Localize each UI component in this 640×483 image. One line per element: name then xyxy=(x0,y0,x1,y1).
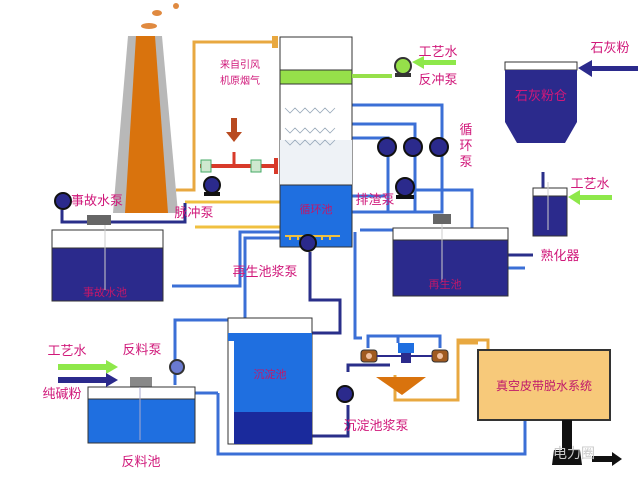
backwash-pump[interactable] xyxy=(394,57,412,77)
process-water-arrow-icon xyxy=(568,190,612,205)
lime-silo-label: 石灰粉仓 xyxy=(515,89,567,104)
accident-pump-label: 事故水泵 xyxy=(71,194,123,209)
return-pump-label: 反料泵 xyxy=(122,343,161,358)
hydrocyclone xyxy=(360,343,449,395)
circulation-pump-label-3: 泵 xyxy=(459,155,472,170)
slaker-water-label: 工艺水 xyxy=(570,177,609,192)
watermark: 电力圈 xyxy=(553,446,595,462)
damper-2 xyxy=(250,159,262,173)
process-water-top-arrow-icon xyxy=(412,56,456,69)
absorber-tower xyxy=(279,36,353,248)
vacuum-belt-label: 真空皮带脱水系统 xyxy=(496,378,592,393)
circulation-pump-2[interactable] xyxy=(403,137,423,157)
accident-tank-label: 事故水池 xyxy=(83,285,127,299)
lime-feed-arrow-icon xyxy=(578,60,638,77)
process-water-left-label: 工艺水 xyxy=(47,344,86,359)
circulation-pump-label-1: 循 xyxy=(459,123,472,138)
vacuum-belt-dewatering-system xyxy=(477,349,622,466)
return-pump[interactable] xyxy=(169,359,185,375)
bottom-pipe xyxy=(195,391,527,456)
settling-pump-pipe xyxy=(312,363,390,438)
settling-pump[interactable] xyxy=(336,385,354,403)
circulation-tank-label: 循环池 xyxy=(300,203,333,216)
process-water-arrow-icon xyxy=(58,360,118,374)
circulation-pump-label-2: 环 xyxy=(459,139,472,154)
backwash-pump-label: 反冲泵 xyxy=(418,73,457,88)
pulse-pump-label: 脉冲泵 xyxy=(174,206,213,221)
regen-tank-label: 再生池 xyxy=(429,277,462,291)
accident-pump[interactable] xyxy=(54,192,72,210)
settling-tank xyxy=(227,317,313,445)
regen-pump[interactable] xyxy=(299,234,317,252)
flue-gas-label-2: 机原烟气 xyxy=(220,74,260,87)
regen-pump-label: 再生池浆泵 xyxy=(232,265,297,280)
accident-pump-pipe xyxy=(60,203,187,224)
filtrate-pipe xyxy=(393,341,478,402)
accident-return-pipe xyxy=(172,230,283,288)
return-tank xyxy=(87,377,196,444)
flue-gas-arrow-icon xyxy=(226,118,242,142)
settling-pump-label: 沉淀池浆泵 xyxy=(343,419,408,434)
process-water-top-label: 工艺水 xyxy=(418,45,457,60)
slaker xyxy=(532,182,568,237)
regen-pump-pipe xyxy=(308,252,342,335)
chimney xyxy=(113,3,179,213)
regen-tank xyxy=(392,214,509,297)
circulation-pump-1[interactable] xyxy=(377,137,397,157)
lime-silo xyxy=(504,61,578,143)
flue-gas-label-1: 来自引风 xyxy=(220,58,260,71)
slag-pump[interactable] xyxy=(395,177,415,199)
pulse-pump[interactable] xyxy=(203,176,221,196)
slag-pump-label: 排渣泵 xyxy=(355,193,394,208)
clean-gas-pipe xyxy=(176,40,278,192)
soda-ash-arrow-icon xyxy=(58,373,118,387)
accident-tank xyxy=(51,215,164,302)
soda-ash-label: 纯碱粉 xyxy=(42,387,81,402)
slaker-label: 熟化器 xyxy=(540,248,579,264)
damper-1 xyxy=(200,159,212,173)
circulation-pump-3[interactable] xyxy=(429,137,449,157)
cyclone-overflow xyxy=(366,334,442,348)
settling-tank-label: 沉淀池 xyxy=(254,367,287,381)
lime-powder-label: 石灰粉 xyxy=(590,41,629,56)
regen-to-cyclone xyxy=(353,232,362,340)
return-tank-label: 反料池 xyxy=(121,455,160,470)
